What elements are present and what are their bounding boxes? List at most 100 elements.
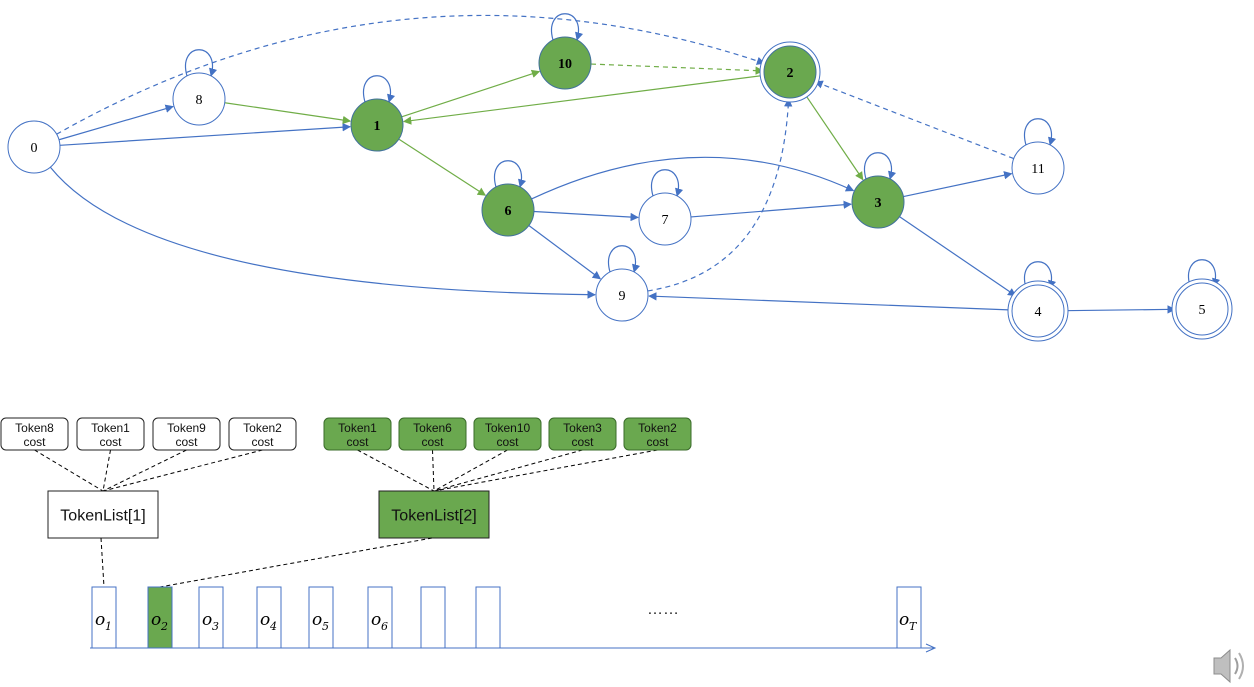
token_list_1-link-0 [34, 449, 104, 492]
token-box-frame [473, 417, 542, 451]
state-node-0-circle [7, 120, 61, 174]
token-box-frame [398, 417, 467, 451]
token-name: Token2 [243, 421, 282, 435]
state-node-2: 2 [759, 41, 821, 103]
state-node-8-label: 8 [196, 93, 203, 108]
token-name: Token9 [167, 421, 206, 435]
frame-box [147, 586, 173, 649]
token-lists: Token8costToken1costToken9costToken2cost… [0, 417, 692, 539]
self-loop-5 [1187, 259, 1221, 287]
frame-label: o [95, 610, 105, 630]
edge-1-to-10 [401, 69, 541, 118]
token-box-frame [0, 417, 69, 451]
self-loop-11 [1023, 118, 1057, 146]
token_list_2-link-1 [432, 449, 435, 492]
token-cost: cost [421, 435, 444, 449]
state-node-4-label: 4 [1035, 305, 1042, 320]
frame-label: o [151, 610, 161, 630]
self-loop-10 [550, 13, 584, 41]
frame-label-subscript: 3 [212, 620, 219, 633]
token_list_2-link-4 [433, 449, 658, 492]
frame-label-subscript: T [909, 620, 918, 633]
state-node-5-circle [1175, 282, 1229, 336]
tokenlist-1-to-frame-1 [100, 537, 105, 588]
token_list_2-link-3 [433, 449, 583, 492]
state-node-3: 3 [851, 175, 905, 229]
state-node-6: 6 [481, 183, 535, 237]
frame-label: o [371, 610, 381, 630]
edge-3-to-11 [903, 171, 1013, 198]
token-cost: cost [251, 435, 274, 449]
token-name: Token2 [638, 421, 677, 435]
edge-2-to-3 [804, 93, 864, 181]
state-node-6-label: 6 [505, 204, 512, 219]
frame-label-subscript: 1 [105, 620, 112, 633]
state-node-4-circle [1011, 284, 1065, 338]
graph-self-loops [184, 13, 1221, 289]
edge-0-to-9 [49, 166, 596, 299]
ellipsis: …… [647, 601, 679, 618]
state-node-4: 4 [1007, 280, 1069, 342]
frame-label: o [312, 610, 322, 630]
token-name: Token8 [15, 421, 54, 435]
token-list-1: Token8costToken1costToken9costToken2cost… [0, 417, 297, 539]
edge-3-to-4 [899, 216, 1017, 297]
frame-box [420, 586, 446, 649]
edge-0-to-1 [59, 123, 351, 146]
token_list_1-box [47, 490, 159, 539]
edge-2-to-1 [402, 74, 765, 125]
token-cost: cost [175, 435, 198, 449]
edge-6-to-7 [533, 210, 639, 222]
token-box-frame [623, 417, 692, 451]
frame-label-subscript: 5 [322, 620, 329, 633]
edge-11-to-2 [814, 80, 1014, 160]
tokenlist-2-to-frame-2 [159, 537, 433, 588]
frame-label-subscript: 4 [269, 620, 277, 633]
self-loop-1 [362, 75, 396, 103]
time-axis-arrowhead [925, 643, 937, 653]
state-node-11-label: 11 [1031, 162, 1044, 177]
state-node-8: 8 [172, 72, 226, 126]
token-cost: cost [571, 435, 594, 449]
frame-box [198, 586, 224, 649]
self-loop-4 [1023, 261, 1057, 289]
state-node-10-label: 10 [558, 57, 572, 72]
state-node-2-circle [763, 45, 817, 99]
edge-0-to-8 [58, 104, 174, 141]
token_list_2-box [378, 490, 490, 539]
edge-10-to-2 [590, 63, 764, 75]
edge-0-to-2 [56, 14, 766, 135]
state-node-7: 7 [638, 192, 692, 246]
state-node-3-label: 3 [875, 196, 882, 211]
token-name: Token10 [485, 421, 531, 435]
frame-label-subscript: 6 [381, 620, 388, 633]
edge-4-to-5 [1063, 305, 1176, 314]
token-cost: cost [23, 435, 46, 449]
frame-box [308, 586, 334, 649]
token-list-2: Token1costToken6costToken10costToken3cos… [323, 417, 692, 539]
speaker-icon[interactable] [1213, 648, 1244, 684]
frame-label: o [260, 610, 270, 630]
state-node-5-label: 5 [1199, 303, 1206, 318]
token-cost: cost [646, 435, 669, 449]
frame-box [475, 586, 501, 649]
graph-edges [49, 14, 1176, 314]
self-loop-3 [863, 152, 897, 180]
self-loop-7 [650, 169, 684, 197]
token-name: Token1 [91, 421, 130, 435]
state-node-9-label: 9 [619, 289, 626, 304]
state-node-7-circle [638, 192, 692, 246]
state-node-2-label: 2 [787, 66, 794, 81]
